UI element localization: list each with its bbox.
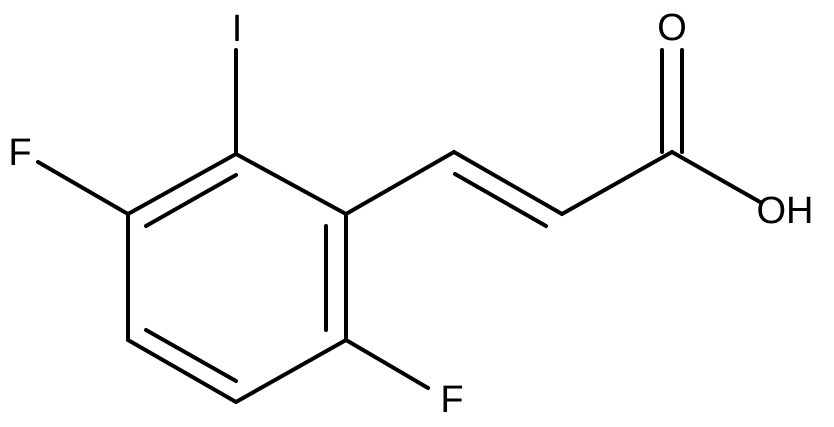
bond-c5-fluorine <box>344 338 430 390</box>
hydroxyl-label: OH <box>757 190 814 232</box>
fluorine-top-label: F <box>8 132 31 174</box>
ring-bond-c1-c2-inner <box>144 173 238 228</box>
bond-vinyl-double <box>452 150 564 216</box>
ring-bond-c4-c5 <box>234 338 348 404</box>
bond-vinyl-double-inner <box>453 172 548 228</box>
bond-ring-vinyl <box>344 150 456 216</box>
ring-bond-c1-c2 <box>126 152 238 216</box>
fluorine-bottom-label: F <box>440 379 463 421</box>
ring-bond-c6-c1 <box>234 152 348 216</box>
ring-bond-c3-c4-inner <box>144 328 238 383</box>
bond-c2-fluorine <box>36 160 130 216</box>
iodine-label: I <box>232 8 243 50</box>
carbonyl-oxygen-label: O <box>657 7 687 49</box>
bond-vinyl-carboxyl <box>560 150 674 216</box>
bond-carboxyl-oh <box>670 150 762 204</box>
ring-bond-c3-c4 <box>126 338 238 404</box>
